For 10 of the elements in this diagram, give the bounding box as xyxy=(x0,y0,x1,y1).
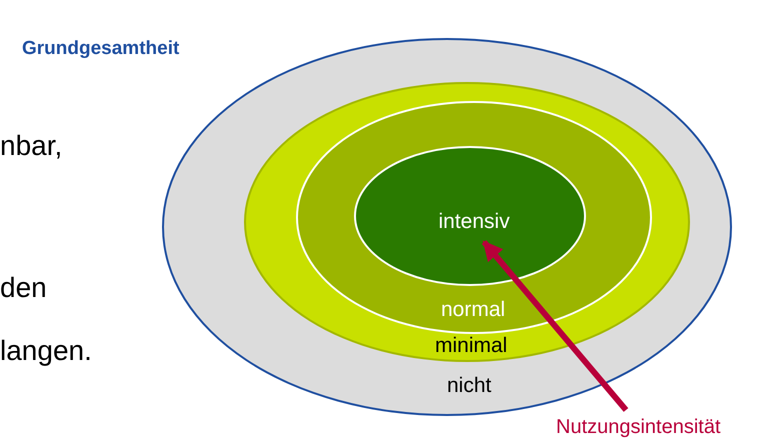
ring-label: minimal xyxy=(435,334,508,358)
body-text: den xyxy=(0,272,47,304)
ring-label: normal xyxy=(441,298,506,322)
axis-label: Nutzungsintensität xyxy=(556,416,721,439)
ring-label: nicht xyxy=(447,374,492,398)
arrow xyxy=(482,240,628,412)
ring-label: intensiv xyxy=(438,210,510,234)
heading: Grundgesamtheit xyxy=(22,38,180,60)
body-text: nbar, xyxy=(0,130,62,162)
body-text: langen. xyxy=(0,335,92,367)
